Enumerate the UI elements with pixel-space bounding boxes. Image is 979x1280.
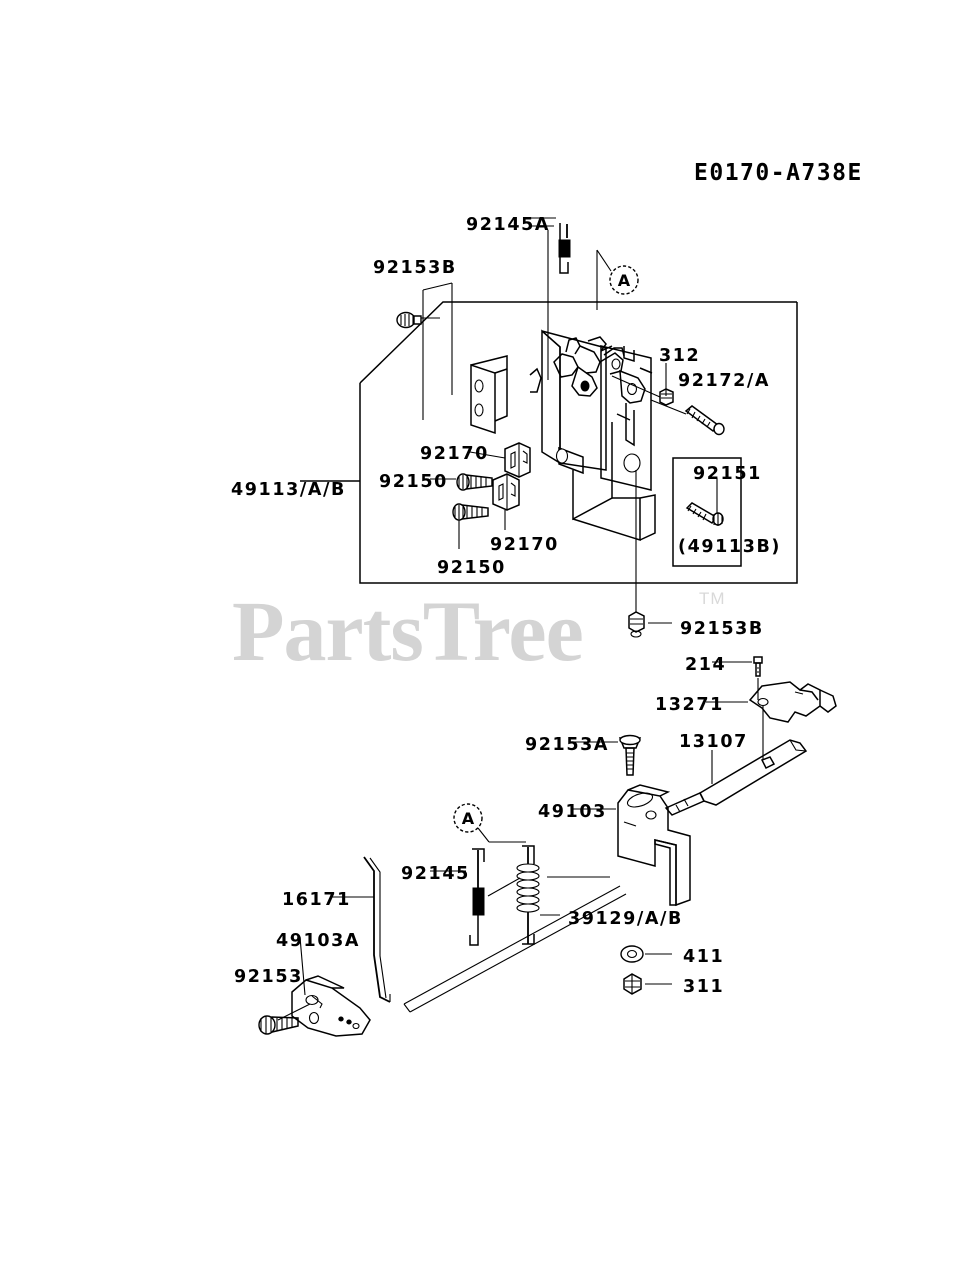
part-411-washer [620, 945, 672, 963]
part-number-label[interactable]: 411 [683, 947, 725, 967]
section-callout-a-lower: A [453, 803, 526, 843]
part-number-label[interactable]: 92151 [693, 464, 762, 484]
part-number-label[interactable]: 92145A [466, 215, 551, 235]
section-callout-a-upper: A [596, 249, 639, 310]
part-92150-screw-lower [452, 503, 489, 549]
inset-box-49113b [672, 457, 742, 567]
part-92151-bolt [685, 478, 724, 526]
part-311-nut [623, 973, 672, 995]
part-92153-screw-lower [258, 1003, 311, 1035]
svg-text:A: A [462, 809, 475, 828]
leader-lines [527, 217, 556, 219]
part-92153b-middle-nut [628, 470, 672, 638]
part-49103a-bracket [291, 936, 371, 1037]
part-92170-clip-lower [492, 473, 520, 530]
part-13271-bracket [706, 681, 837, 760]
part-number-label[interactable]: 92153B [373, 258, 457, 278]
part-number-label[interactable]: 39129/A/B [568, 909, 683, 929]
part-number-label[interactable]: 311 [683, 977, 725, 997]
part-number-label[interactable]: 92153A [525, 735, 610, 755]
part-number-label[interactable]: (49113B) [678, 537, 782, 557]
part-49103-lever [572, 784, 691, 907]
part-governor-linkage-cluster [529, 336, 653, 447]
part-92153b-upper-screw [396, 282, 453, 420]
part-92172a-screw [650, 399, 725, 436]
part-92145-spring-lower [430, 848, 521, 946]
part-number-label[interactable]: 49113/A/B [231, 480, 346, 500]
diagram-code-label: E0170-A738E [694, 160, 863, 186]
part-312-nut [611, 363, 674, 406]
part-number-label[interactable]: 92150 [379, 472, 448, 492]
part-number-label[interactable]: 92170 [420, 444, 489, 464]
part-92145a-spring [530, 223, 571, 380]
part-92170-clip-upper [469, 442, 531, 478]
part-number-label[interactable]: 92153B [680, 619, 764, 639]
part-number-label[interactable]: 49103 [538, 802, 607, 822]
part-92150-screw-upper [430, 473, 493, 491]
part-number-label[interactable]: 214 [685, 655, 727, 675]
part-number-label[interactable]: 92153 [234, 967, 303, 987]
upper-assembly-group-box [300, 301, 798, 584]
part-number-label[interactable]: 13107 [679, 732, 748, 752]
svg-text:A: A [618, 271, 631, 290]
part-number-label[interactable]: 92170 [490, 535, 559, 555]
part-39129ab-coil-spring [516, 845, 610, 945]
part-13107-rod [664, 739, 808, 816]
part-number-label[interactable]: 92150 [437, 558, 506, 578]
part-214-pin [712, 656, 763, 700]
part-lower-linkage-bar [403, 885, 627, 1013]
part-number-label[interactable]: 92172/A [678, 371, 771, 391]
part-number-label[interactable]: 92145 [401, 864, 470, 884]
part-number-label[interactable]: 312 [659, 346, 701, 366]
part-number-label[interactable]: 49103A [276, 931, 361, 951]
part-number-label[interactable]: 13271 [655, 695, 724, 715]
part-16171-rod [330, 856, 391, 1003]
part-number-label[interactable]: 16171 [282, 890, 351, 910]
part-control-bracket-plate [470, 329, 656, 542]
part-92153a-bolt [570, 734, 642, 776]
